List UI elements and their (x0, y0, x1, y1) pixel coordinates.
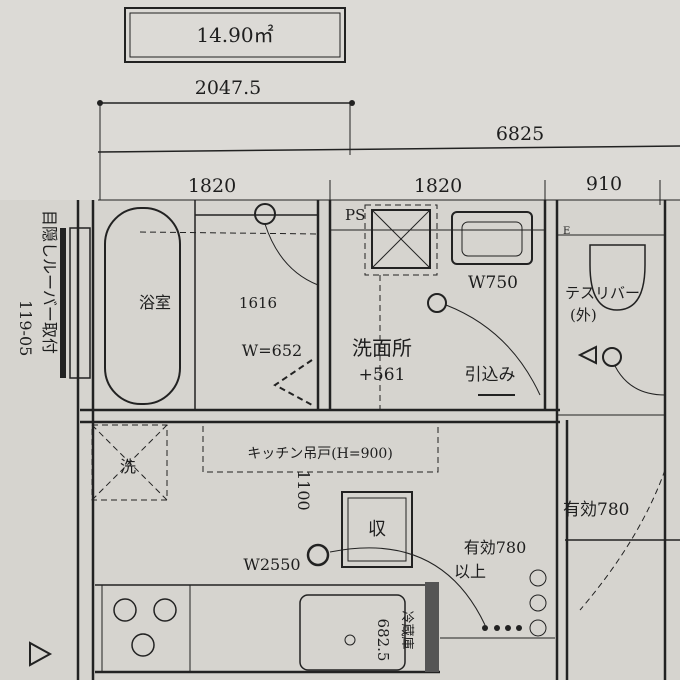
storage-label: 収 (368, 519, 386, 540)
dim-toilet-width: 910 (586, 173, 622, 195)
fridge-label: 冷蔵庫 (399, 610, 414, 649)
louver-note: 119-05 目隠しルーバー取付 (16, 210, 66, 378)
bath-door-label: W=652 (242, 341, 302, 360)
bath-unit-label: 1616 (239, 294, 277, 312)
bathroom: 浴室 1616 W=652 (104, 203, 321, 406)
code-label: 119-05 (16, 300, 35, 356)
outlet-mark: E (563, 226, 570, 237)
area-box: 14.90㎡ (124, 7, 346, 63)
sliding-door-label: 引込み (465, 365, 516, 385)
door-effective-2-label: 有効780 (563, 500, 629, 520)
washroom: PS W750 洗面所 +561 引込み (345, 204, 541, 410)
dimension-lines: 2047.5 6825 1820 1820 910 (97, 77, 680, 205)
dim-wash-width: 1820 (414, 175, 462, 197)
bath-label: 浴室 (139, 293, 171, 312)
light-icon (254, 203, 276, 225)
toilet-rail-note: (外) (570, 306, 597, 324)
kitchen-width-label: W2550 (243, 555, 300, 574)
light-icon (306, 543, 330, 567)
louver-label: 目隠しルーバー取付 (40, 210, 59, 354)
burner-icon (131, 633, 155, 657)
dim-overall-width: 6825 (496, 123, 544, 145)
dim-top-width: 2047.5 (195, 77, 261, 99)
door-effective-1b-label: 以上 (454, 562, 486, 581)
kitchen: 洗 キッチン吊戸(H=900) 1100 収 W2550 有効780 以上 68… (29, 421, 547, 671)
area-label: 14.90㎡ (196, 23, 273, 47)
washer-label: 洗 (120, 457, 136, 476)
burner-icon (113, 598, 137, 622)
light-icon (602, 347, 622, 367)
walls (69, 200, 680, 680)
vanity-label: W750 (468, 273, 518, 293)
burner-icon (153, 598, 177, 622)
dim-bath-width: 1820 (188, 175, 236, 197)
washroom-label: 洗面所 (352, 336, 412, 360)
ps-label: PS (345, 206, 365, 224)
light-icon (427, 293, 447, 313)
dim-kitchen-depth: 1100 (294, 470, 313, 511)
sink (299, 594, 406, 671)
dim-fridge-depth: 682.5 (374, 619, 392, 662)
toilet: E テスリバー (外) 有効780 (563, 226, 666, 611)
door-effective-1-label: 有効780 (464, 538, 527, 557)
washroom-level: +561 (359, 365, 406, 385)
kitchen-cabinet-label: キッチン吊戸(H=900) (247, 446, 393, 462)
toilet-rail-label: テスリバー (565, 284, 640, 302)
